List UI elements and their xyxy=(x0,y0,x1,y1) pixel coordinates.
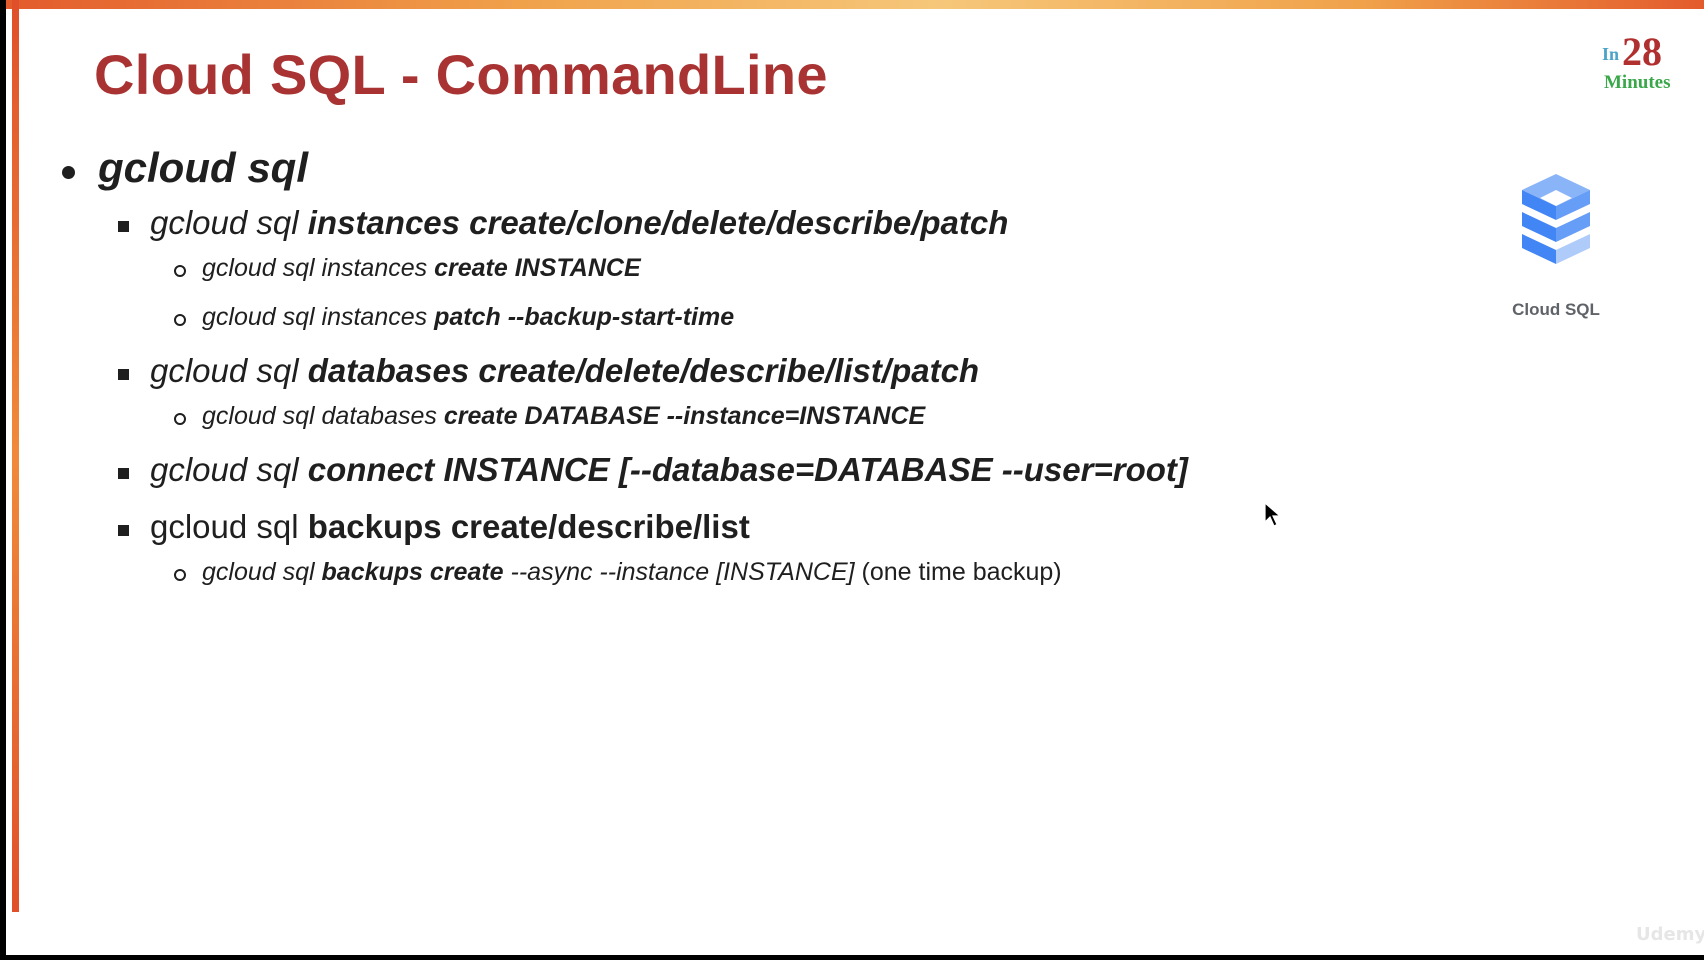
udemy-watermark: Udemy xyxy=(1636,924,1704,945)
cmd-backups: backups create/describe/list xyxy=(307,508,750,545)
bullet-instances-create: gcloud sql instances create INSTANCE xyxy=(202,254,641,283)
bullet-circle xyxy=(174,569,186,581)
bullet-instances: gcloud sql instances create/clone/delete… xyxy=(150,204,1008,242)
bullet-circle xyxy=(174,413,186,425)
logo-in: In xyxy=(1602,44,1620,64)
in28minutes-logo: In 28 Minutes xyxy=(1602,30,1692,94)
bullet-square xyxy=(118,525,129,536)
cmd-instances: instances create/clone/delete/describe/p… xyxy=(307,204,1009,241)
cmd-patch-backup: patch --backup-start-time xyxy=(434,303,735,331)
bullet-backups: gcloud sql backups create/describe/list xyxy=(150,508,750,546)
cmd-prefix: gcloud sql instances xyxy=(202,254,435,282)
slide-title: Cloud SQL - CommandLine xyxy=(94,43,828,106)
bullet-disc xyxy=(62,166,75,179)
top-accent-bar xyxy=(6,0,1704,9)
bullet-connect: gcloud sql connect INSTANCE [--database=… xyxy=(150,451,1188,489)
bullet-square xyxy=(118,221,129,232)
bullet-square xyxy=(118,369,129,380)
cmd-backups-note: (one time backup) xyxy=(854,558,1062,586)
bullet-instances-patch: gcloud sql instances patch --backup-star… xyxy=(202,303,734,332)
cmd-backups-args: --async --instance [INSTANCE] xyxy=(503,558,855,586)
cmd-prefix: gcloud sql xyxy=(202,558,322,586)
logo-number: 28 xyxy=(1622,29,1662,74)
cloud-sql-label: Cloud SQL xyxy=(1512,300,1600,319)
cmd-create-instance: create INSTANCE xyxy=(434,254,641,282)
mouse-pointer-icon xyxy=(1264,502,1282,527)
cmd-create-database: create DATABASE --instance=INSTANCE xyxy=(443,402,926,430)
bullet-circle xyxy=(174,265,186,277)
slide: Cloud SQL - CommandLine In 28 Minutes Cl… xyxy=(6,0,1704,955)
bullet-backups-create: gcloud sql backups create --async --inst… xyxy=(202,558,1062,587)
cloud-sql-icon xyxy=(1522,174,1590,264)
cmd-prefix: gcloud sql xyxy=(150,352,308,389)
cmd-prefix: gcloud sql xyxy=(150,451,308,488)
cmd-prefix: gcloud sql databases xyxy=(202,402,444,430)
cmd-backups-create: backups create xyxy=(321,558,504,586)
bullet-square xyxy=(118,468,129,479)
bullet-databases: gcloud sql databases create/delete/descr… xyxy=(150,352,979,390)
bullet-circle xyxy=(174,314,186,326)
cmd-databases: databases create/delete/describe/list/pa… xyxy=(307,352,980,389)
cmd-connect: connect INSTANCE [--database=DATABASE --… xyxy=(307,451,1188,488)
cmd-prefix: gcloud sql xyxy=(150,204,308,241)
logo-minutes: Minutes xyxy=(1604,72,1671,93)
bullet-databases-create: gcloud sql databases create DATABASE --i… xyxy=(202,402,925,431)
bullet-main: gcloud sql xyxy=(98,144,308,191)
left-accent-bar xyxy=(12,0,19,912)
cmd-prefix: gcloud sql instances xyxy=(202,303,435,331)
cmd-prefix: gcloud sql xyxy=(150,508,308,545)
